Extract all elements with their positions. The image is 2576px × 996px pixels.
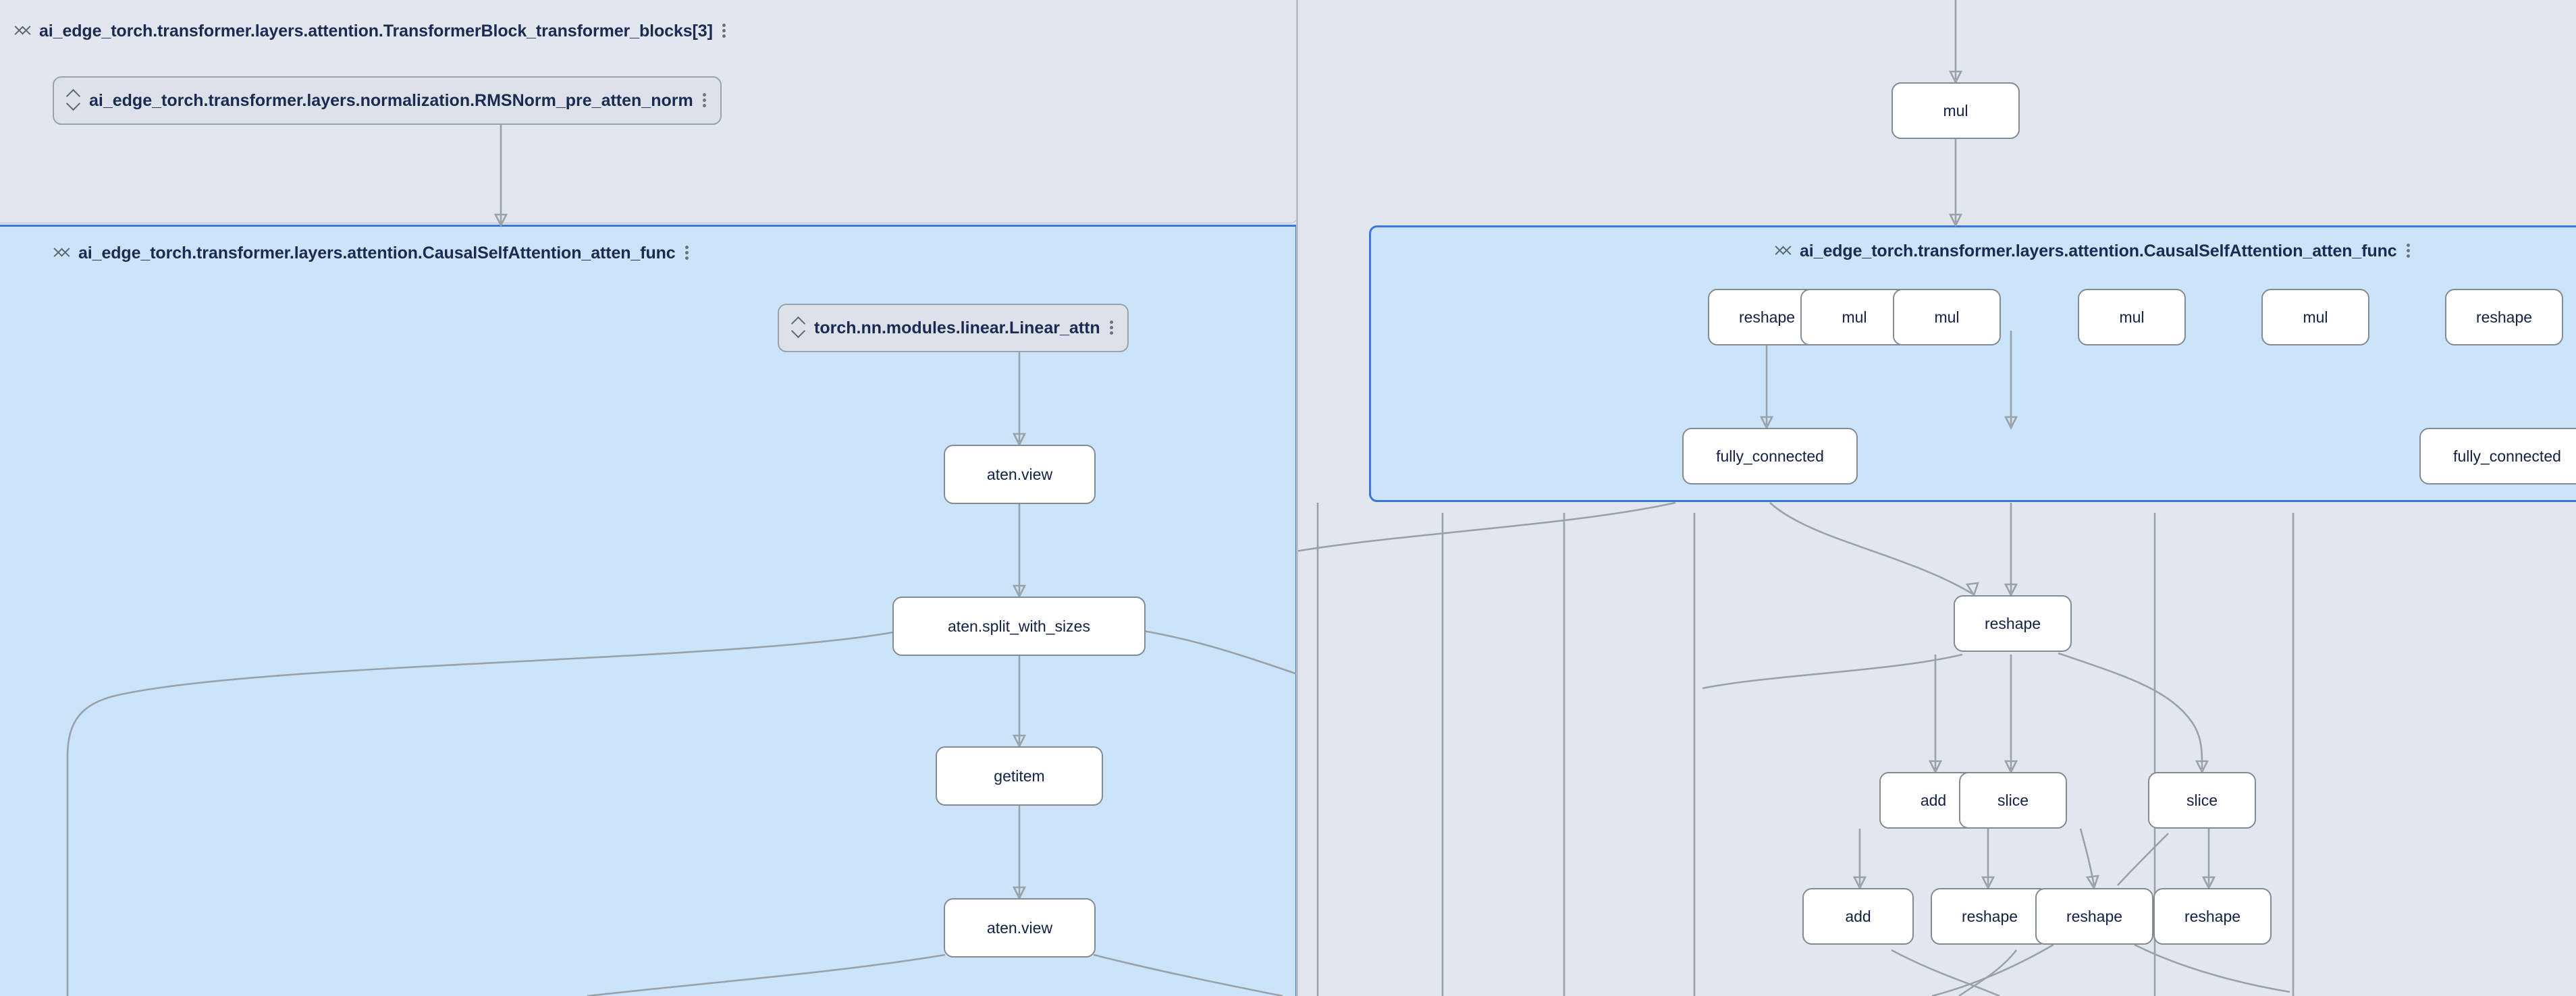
op-node-label: add [1845,907,1871,925]
op-node-fully-connected-right[interactable]: fully_connected [2419,428,2576,485]
group-causal-self-attention-right[interactable] [1369,225,2576,502]
op-node-label: mul [2119,308,2145,326]
left-graph-panel[interactable]: ai_edge_torch.transformer.layers.attenti… [0,0,1297,996]
more-vertical-icon[interactable] [1109,319,1115,337]
op-node-mul-g4[interactable]: mul [2261,289,2369,345]
group-header-causal-self-attention-right[interactable]: ai_edge_torch.transformer.layers.attenti… [1775,238,2412,265]
op-node-slice-b2a[interactable]: slice [1959,772,2067,829]
op-node-label: fully_connected [1716,447,1824,465]
more-vertical-icon[interactable] [702,92,708,109]
op-node-getitem[interactable]: getitem [936,746,1103,806]
op-node-label: reshape [1738,308,1796,326]
op-node-label: reshape [1961,907,2018,925]
op-node-reshape-b3c[interactable]: reshape [2153,888,2272,945]
expand-chevrons-icon[interactable] [791,318,805,338]
op-node-label: mul [1842,308,1867,326]
module-node-rmsnorm[interactable]: ai_edge_torch.transformer.layers.normali… [53,76,722,125]
more-vertical-icon[interactable] [685,244,691,262]
op-node-label: aten.split_with_sizes [948,617,1090,635]
op-node-label: slice [1997,791,2029,809]
group-title-causal-self-attention-right: ai_edge_torch.transformer.layers.attenti… [1800,241,2397,260]
collapse-chevrons-icon[interactable] [1775,241,1790,261]
op-node-mul-g2[interactable]: mul [1893,289,2001,345]
collapse-chevrons-icon[interactable] [15,21,30,41]
op-node-reshape-b3b[interactable]: reshape [2035,888,2153,945]
op-node-label: reshape [1984,614,2041,632]
group-header-causal-self-attention-left[interactable]: ai_edge_torch.transformer.layers.attenti… [54,240,691,267]
op-node-label: aten.view [986,918,1053,937]
op-node-label: reshape [2184,907,2241,925]
op-node-label: mul [1934,308,1960,326]
more-vertical-icon[interactable] [2406,242,2412,260]
op-node-label: slice [2186,791,2218,809]
op-node-reshape-b3a[interactable]: reshape [1931,888,2049,945]
op-node-mul-g1[interactable]: mul [1800,289,1908,345]
more-vertical-icon[interactable] [722,22,728,40]
module-node-rmsnorm-label: ai_edge_torch.transformer.layers.normali… [89,90,693,110]
op-node-aten-split-with-sizes[interactable]: aten.split_with_sizes [892,597,1146,656]
op-node-label: mul [2303,308,2328,326]
op-node-label: fully_connected [2453,447,2561,465]
collapse-chevrons-icon[interactable] [54,243,69,263]
op-node-slice-b2b[interactable]: slice [2148,772,2256,829]
op-node-reshape-g2[interactable]: reshape [2445,289,2563,345]
module-node-linear-attn[interactable]: torch.nn.modules.linear.Linear_attn [778,304,1129,352]
group-header-transformer-block[interactable]: ai_edge_torch.transformer.layers.attenti… [15,18,728,45]
module-node-linear-attn-label: torch.nn.modules.linear.Linear_attn [814,318,1100,337]
op-node-label: add [1920,791,1947,809]
op-node-label: mul [1943,101,1968,119]
op-node-label: reshape [2066,907,2123,925]
op-node-aten-view-1[interactable]: aten.view [944,445,1096,504]
group-title-causal-self-attention-left: ai_edge_torch.transformer.layers.attenti… [78,243,676,262]
op-node-label: getitem [994,767,1045,785]
expand-chevrons-icon[interactable] [66,90,80,111]
op-node-aten-view-2[interactable]: aten.view [944,898,1096,958]
op-node-mul-g3[interactable]: mul [2078,289,2186,345]
group-title-transformer-block: ai_edge_torch.transformer.layers.attenti… [39,21,713,40]
op-node-label: reshape [2475,308,2533,326]
op-node-fully-connected-left[interactable]: fully_connected [1682,428,1858,485]
op-node-add-b3[interactable]: add [1802,888,1914,945]
op-node-label: aten.view [986,465,1053,483]
panel-divider[interactable] [1296,0,1298,996]
op-node-mul-top[interactable]: mul [1891,82,2020,139]
right-graph-panel[interactable]: mul ai_edge_torch.transformer.layers.att… [1297,0,2576,996]
op-node-reshape-b1[interactable]: reshape [1954,595,2072,652]
